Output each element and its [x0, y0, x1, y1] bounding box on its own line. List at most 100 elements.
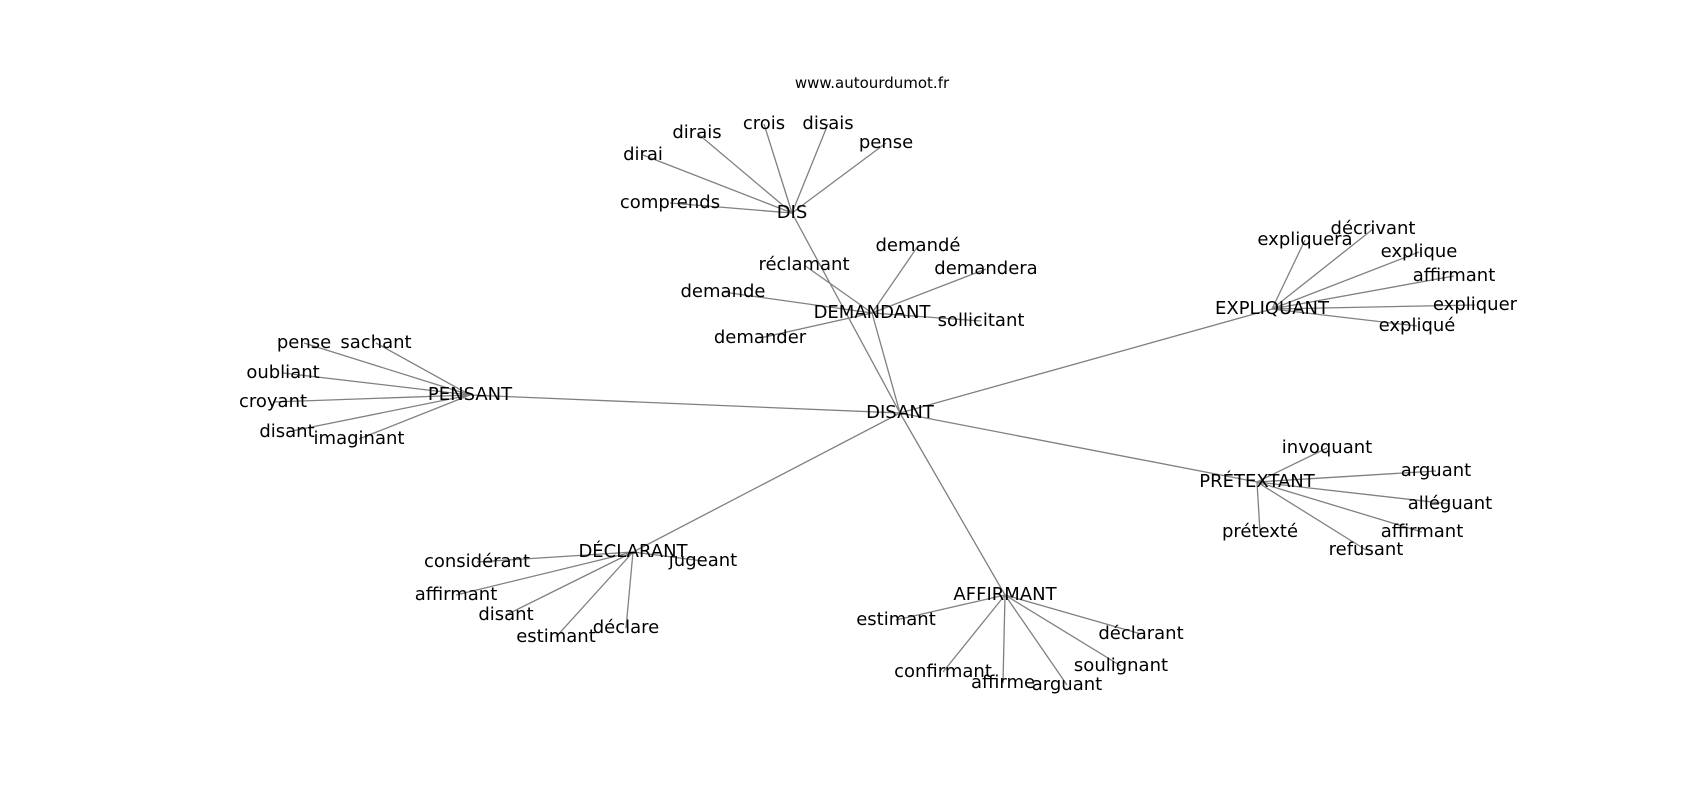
hub-node-demandant[interactable]: DEMANDANT — [814, 302, 932, 323]
word-node[interactable]: pense — [859, 132, 913, 153]
graph-edge — [899, 412, 1258, 483]
graph-edge — [1256, 447, 1328, 483]
word-node[interactable]: alléguant — [1408, 493, 1492, 514]
graph-edge — [871, 245, 919, 314]
word-node[interactable]: refusant — [1329, 539, 1404, 560]
graph-edge — [722, 291, 873, 314]
word-node[interactable]: croyant — [239, 391, 307, 412]
hub-node-pensant[interactable]: PENSANT — [428, 384, 513, 405]
graph-edge — [871, 268, 987, 314]
graph-edge — [625, 551, 634, 629]
word-node[interactable]: explique — [1381, 241, 1458, 262]
graph-edge — [1271, 251, 1420, 310]
word-node[interactable]: estimant — [856, 609, 936, 630]
graph-edge — [791, 123, 829, 214]
graph-edge — [1271, 275, 1455, 310]
word-node[interactable]: arguant — [1401, 460, 1471, 481]
hub-node-declarant[interactable]: DÉCLARANT — [578, 540, 688, 562]
graph-edge — [1256, 481, 1423, 533]
word-node[interactable]: soulignant — [1074, 655, 1168, 676]
graph-edge — [286, 394, 471, 433]
graph-edge — [505, 551, 634, 616]
center-node[interactable]: DISANT — [866, 402, 935, 423]
word-node[interactable]: expliqué — [1379, 315, 1456, 336]
word-node[interactable]: demander — [714, 327, 807, 348]
graph-edge — [669, 202, 793, 214]
hub-node-affirmant[interactable]: AFFIRMANT — [953, 584, 1057, 605]
word-node[interactable]: expliquera — [1257, 229, 1352, 250]
word-node[interactable]: sollicitant — [938, 310, 1025, 331]
word-node[interactable]: jugeant — [668, 550, 737, 571]
word-node[interactable]: invoquant — [1282, 437, 1372, 458]
word-node[interactable]: estimant — [516, 626, 596, 647]
graph-edge — [1271, 228, 1374, 310]
graph-edge — [632, 412, 901, 553]
graph-edge — [303, 342, 471, 396]
word-node[interactable]: affirmant — [415, 584, 498, 605]
graph-edge — [942, 594, 1006, 673]
graph-edge — [282, 372, 471, 396]
graph-edges — [272, 123, 1476, 686]
graph-edge — [1256, 470, 1437, 483]
graph-edge — [803, 264, 873, 314]
word-node[interactable]: dirai — [623, 144, 663, 165]
word-node[interactable]: affirme — [971, 672, 1035, 693]
word-node[interactable]: déclare — [593, 617, 660, 638]
word-node[interactable]: disais — [802, 113, 853, 134]
word-node[interactable]: crois — [743, 113, 785, 134]
graph-edge — [696, 132, 793, 214]
graph-edge — [791, 142, 887, 214]
word-node[interactable]: pense — [277, 332, 331, 353]
graph-labels: DISANT DIS dirais crois disais pense dirai comp… — [239, 113, 1518, 695]
word-node[interactable]: expliquer — [1433, 294, 1518, 315]
word-node[interactable]: arguant — [1032, 674, 1102, 695]
graph-edge — [555, 551, 634, 638]
hub-node-dis[interactable]: DIS — [777, 202, 808, 223]
word-node[interactable]: déclarant — [1098, 623, 1183, 644]
word-node[interactable]: demandé — [876, 235, 961, 256]
graph-edge — [632, 551, 704, 562]
word-node[interactable]: affirmant — [1413, 265, 1496, 286]
graph-edge — [895, 594, 1006, 621]
graph-edge — [1256, 481, 1367, 551]
hub-node-pretextant[interactable]: PRÉTEXTANT — [1199, 470, 1315, 492]
graph-edge — [899, 412, 1006, 596]
graph-edge — [1256, 481, 1261, 533]
word-node[interactable]: sachant — [340, 332, 411, 353]
word-node[interactable]: considérant — [424, 551, 530, 572]
word-node[interactable]: réclamant — [758, 254, 849, 275]
graph-edge — [1271, 239, 1306, 310]
graph-edge — [1004, 594, 1142, 635]
word-node[interactable]: prétexté — [1222, 521, 1298, 542]
graph-edge — [476, 551, 634, 563]
hub-node-expliquant[interactable]: EXPLIQUANT — [1215, 298, 1330, 319]
graph-edge — [642, 154, 793, 214]
graph-edge — [455, 551, 634, 596]
graph-edge — [791, 212, 901, 414]
graph-edge — [1004, 594, 1122, 667]
word-node[interactable]: comprends — [620, 192, 720, 213]
graph-edge — [1256, 481, 1451, 505]
graph-edge — [763, 123, 793, 214]
word-node[interactable]: imaginant — [314, 428, 405, 449]
word-node[interactable]: demandera — [934, 258, 1037, 279]
source-label: www.autourdumot.fr — [795, 74, 950, 92]
word-node[interactable]: affirmant — [1381, 521, 1464, 542]
word-node[interactable]: décrivant — [1331, 218, 1416, 239]
word-node[interactable]: disant — [478, 604, 533, 625]
word-node[interactable]: confirmant — [894, 661, 992, 682]
graph-edge — [358, 394, 471, 440]
word-node[interactable]: dirais — [672, 122, 721, 143]
graph-edge — [899, 308, 1273, 414]
graph-edge — [871, 312, 982, 322]
graph-edge — [1271, 308, 1418, 327]
graph-edge — [469, 394, 901, 414]
graph-edge — [1004, 594, 1068, 686]
graph-edge — [1002, 594, 1006, 684]
graph-edge — [1271, 304, 1476, 310]
word-node[interactable]: disant — [259, 421, 314, 442]
word-node[interactable]: oubliant — [246, 362, 319, 383]
word-node[interactable]: demande — [681, 281, 766, 302]
graph-edge — [759, 312, 873, 339]
